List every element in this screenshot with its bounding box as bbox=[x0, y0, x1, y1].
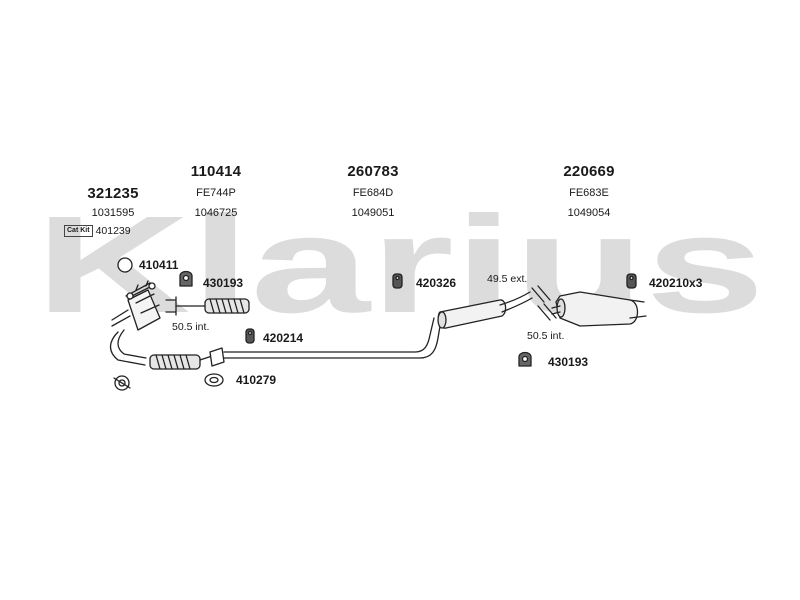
reference-front-pipe: 1046725 bbox=[194, 207, 238, 219]
code-rear: FE683E bbox=[569, 187, 609, 199]
ring-seal-icon bbox=[117, 257, 133, 273]
hanger-mid-icon bbox=[392, 273, 403, 289]
clamp-icon bbox=[179, 270, 193, 287]
part-number-centre: 260783 bbox=[347, 163, 399, 180]
label-hanger-rear: 420210x3 bbox=[649, 276, 703, 290]
clamp-right-icon bbox=[518, 351, 532, 367]
part-number-rear: 220669 bbox=[563, 163, 615, 180]
code-centre: FE684D bbox=[352, 187, 394, 199]
rear-silencer bbox=[551, 291, 647, 327]
hanger-front-icon bbox=[245, 328, 255, 344]
note-int-right: 50.5 int. bbox=[527, 330, 565, 342]
label-clamp-left: 430193 bbox=[203, 276, 244, 290]
cat-kit-badge: Cat Kit bbox=[64, 225, 93, 238]
label-clamp-right: 430193 bbox=[548, 355, 589, 369]
flange-gasket bbox=[204, 347, 225, 387]
flexi-pipe-bottom bbox=[149, 354, 213, 370]
part-number-downpipe: 321235 bbox=[87, 185, 139, 202]
cat-gasket bbox=[113, 375, 131, 391]
flexi-pipe-top bbox=[165, 296, 250, 316]
note-ext-right: 49.5 ext. bbox=[487, 273, 528, 285]
cat-kit-ref: 401239 bbox=[95, 225, 131, 237]
label-ring-seal: 410411 bbox=[139, 258, 179, 272]
cut-marks bbox=[531, 285, 557, 321]
part-number-front-pipe: 110414 bbox=[190, 163, 242, 180]
label-gasket: 410279 bbox=[236, 373, 277, 387]
note-int-left: 50.5 int. bbox=[172, 321, 210, 333]
intermediate-pipe bbox=[223, 317, 442, 359]
hanger-rear-icon bbox=[626, 273, 637, 289]
code-front-pipe: FE744P bbox=[196, 187, 236, 199]
label-hanger-mid: 420326 bbox=[416, 276, 457, 290]
reference-centre: 1049051 bbox=[351, 207, 395, 219]
centre-silencer bbox=[437, 291, 533, 329]
catalytic-converter bbox=[109, 280, 161, 366]
reference-downpipe: 1031595 bbox=[91, 207, 135, 219]
reference-rear: 1049054 bbox=[567, 207, 611, 219]
label-hanger-front: 420214 bbox=[263, 331, 304, 345]
